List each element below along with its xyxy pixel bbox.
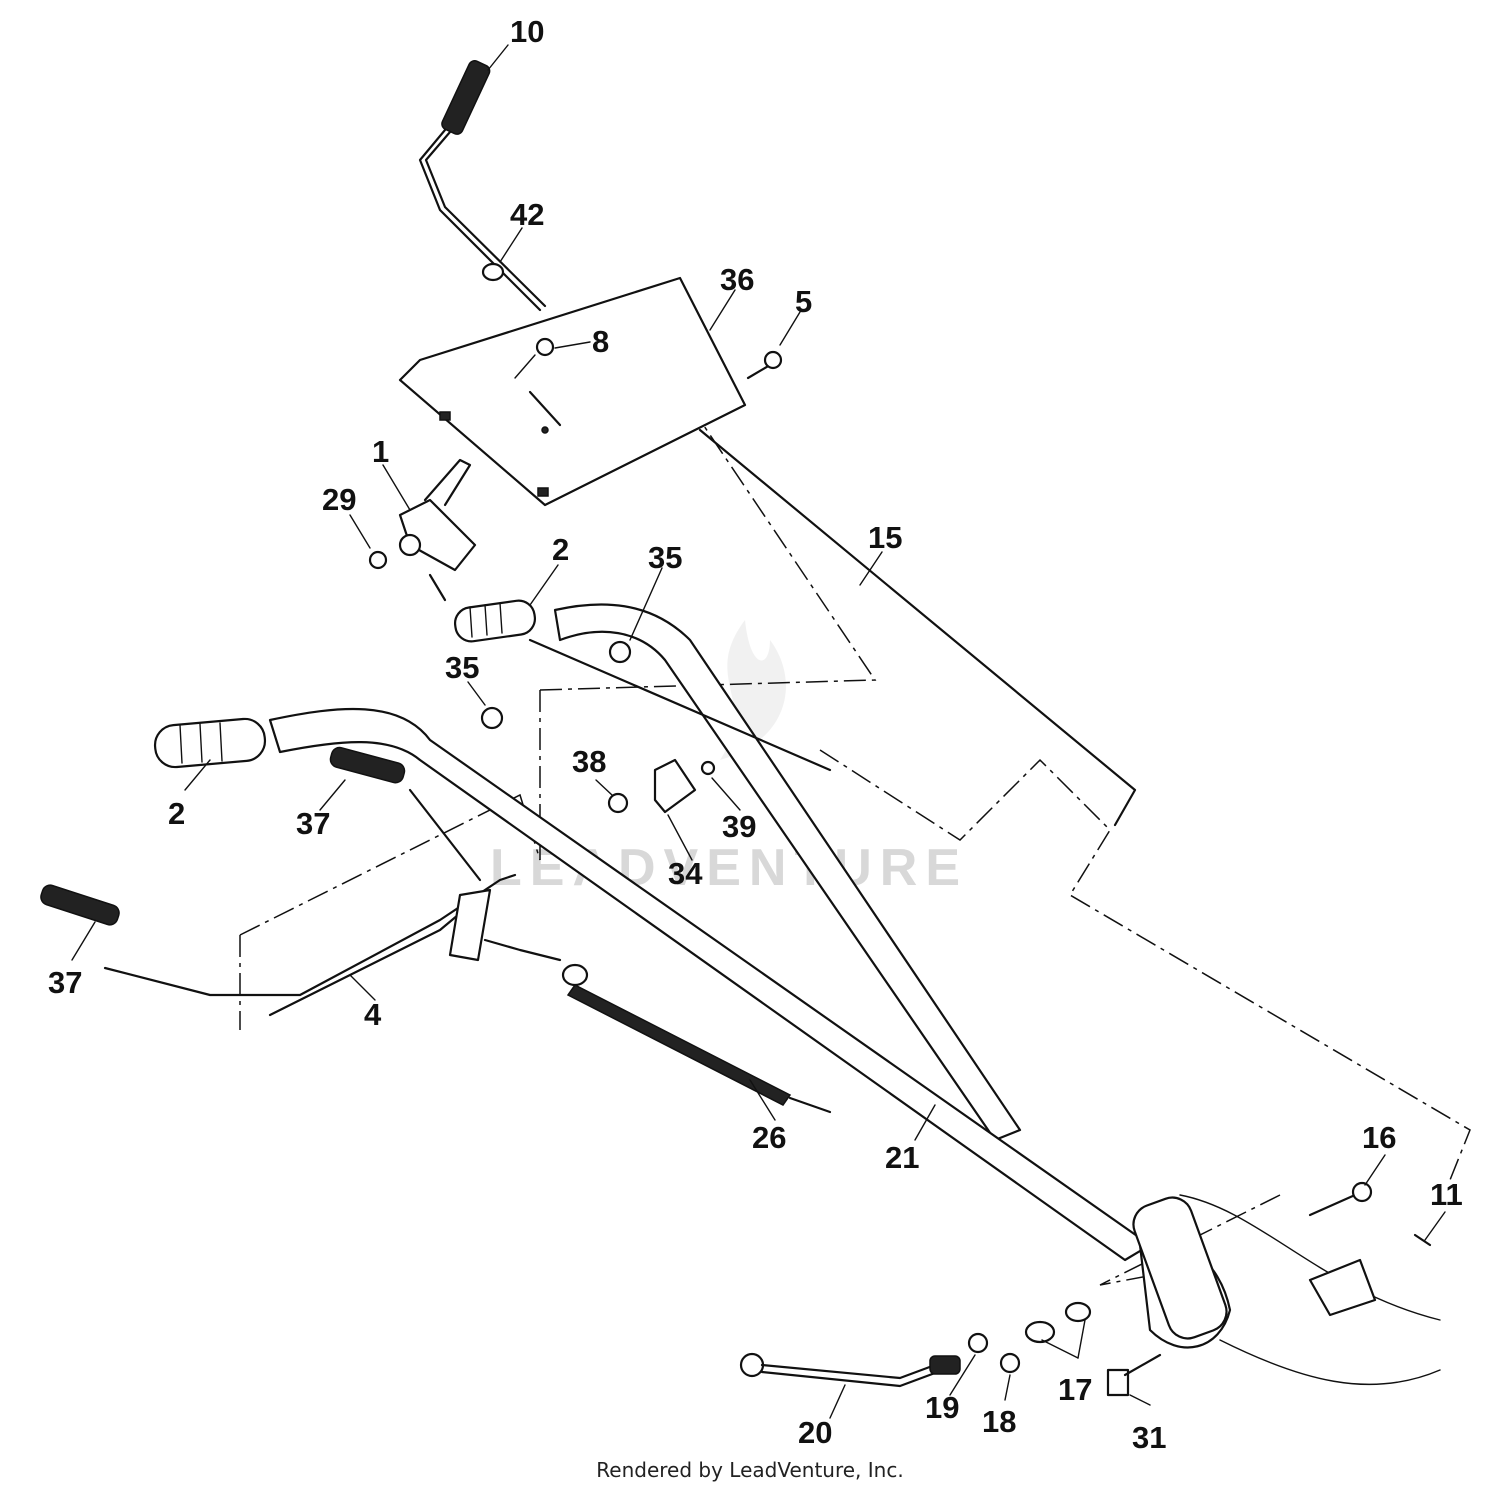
callout-2-upper: 2 xyxy=(552,532,569,567)
callout-15: 15 xyxy=(868,520,902,555)
part-29-nut xyxy=(368,550,388,570)
render-credit: Rendered by LeadVenture, Inc. xyxy=(596,1458,904,1482)
callout-19: 19 xyxy=(925,1390,959,1425)
throttle-cable xyxy=(528,638,832,772)
callout-5: 5 xyxy=(795,284,812,319)
part-35-nut-upper xyxy=(608,640,632,664)
callout-35-upper: 35 xyxy=(648,540,682,575)
callout-labels: 10 42 36 5 8 1 29 2 35 15 35 2 37 38 39 … xyxy=(48,14,1463,1455)
spring-icon xyxy=(441,60,491,135)
part-18-nut xyxy=(999,1352,1021,1374)
callout-18: 18 xyxy=(982,1404,1016,1439)
callout-17: 17 xyxy=(1058,1372,1092,1407)
leader-lines xyxy=(71,44,1446,1419)
part-20-shift-lever xyxy=(739,1352,937,1388)
part-39-washer xyxy=(700,760,716,776)
part-17-bushings xyxy=(1024,1301,1092,1344)
callout-11: 11 xyxy=(1430,1177,1463,1212)
callout-31: 31 xyxy=(1132,1420,1166,1455)
part-21-handle-frame xyxy=(268,707,1152,1262)
part-36-control-panel xyxy=(398,276,747,507)
part-11-pin xyxy=(1413,1233,1432,1247)
part-2-right-grip xyxy=(453,599,537,643)
callout-2-lower: 2 xyxy=(168,796,185,831)
part-8-screw xyxy=(514,337,555,379)
callout-37-upper: 37 xyxy=(296,806,330,841)
callout-38: 38 xyxy=(572,744,606,779)
part-5-screw xyxy=(746,350,783,380)
callout-26: 26 xyxy=(752,1120,786,1155)
mount-bracket xyxy=(1308,1258,1377,1317)
part-15-control-rod xyxy=(698,428,1137,827)
part-38-nut xyxy=(607,792,629,814)
transmission-housing xyxy=(1179,1194,1441,1386)
callout-34: 34 xyxy=(668,856,703,891)
part-26-cable xyxy=(483,938,832,1114)
callout-1: 1 xyxy=(372,434,389,469)
part-1-control-bracket xyxy=(398,458,477,602)
assembly-dash-outline xyxy=(239,419,1471,1286)
callout-29: 29 xyxy=(322,482,356,517)
callout-20: 20 xyxy=(798,1415,832,1450)
callout-8: 8 xyxy=(592,324,609,359)
upper-handle-bar xyxy=(553,603,1022,1142)
pivot-plate xyxy=(1132,1196,1232,1349)
part-42-ferrule xyxy=(481,262,505,282)
callout-42: 42 xyxy=(510,197,544,232)
part-16-bolt xyxy=(1308,1181,1373,1217)
part-37-spring-lower xyxy=(40,884,120,926)
part-2-left-grip xyxy=(153,717,267,769)
callout-4: 4 xyxy=(364,997,382,1032)
callout-35-lower: 35 xyxy=(445,650,479,685)
callout-16: 16 xyxy=(1362,1120,1396,1155)
callout-10: 10 xyxy=(510,14,544,49)
callout-39: 39 xyxy=(722,809,756,844)
callout-21: 21 xyxy=(885,1140,919,1175)
callout-37-lower: 37 xyxy=(48,965,82,1000)
part-10-throttle-rod xyxy=(418,60,547,312)
part-35-nut-lower xyxy=(480,706,504,730)
part-31-bolt xyxy=(1106,1353,1162,1397)
callout-36: 36 xyxy=(720,262,754,297)
part-37-spring-upper xyxy=(329,746,406,784)
part-4-lever-rod xyxy=(103,788,517,1017)
part-19-washer xyxy=(929,1332,989,1375)
part-34-bracket xyxy=(653,758,697,814)
